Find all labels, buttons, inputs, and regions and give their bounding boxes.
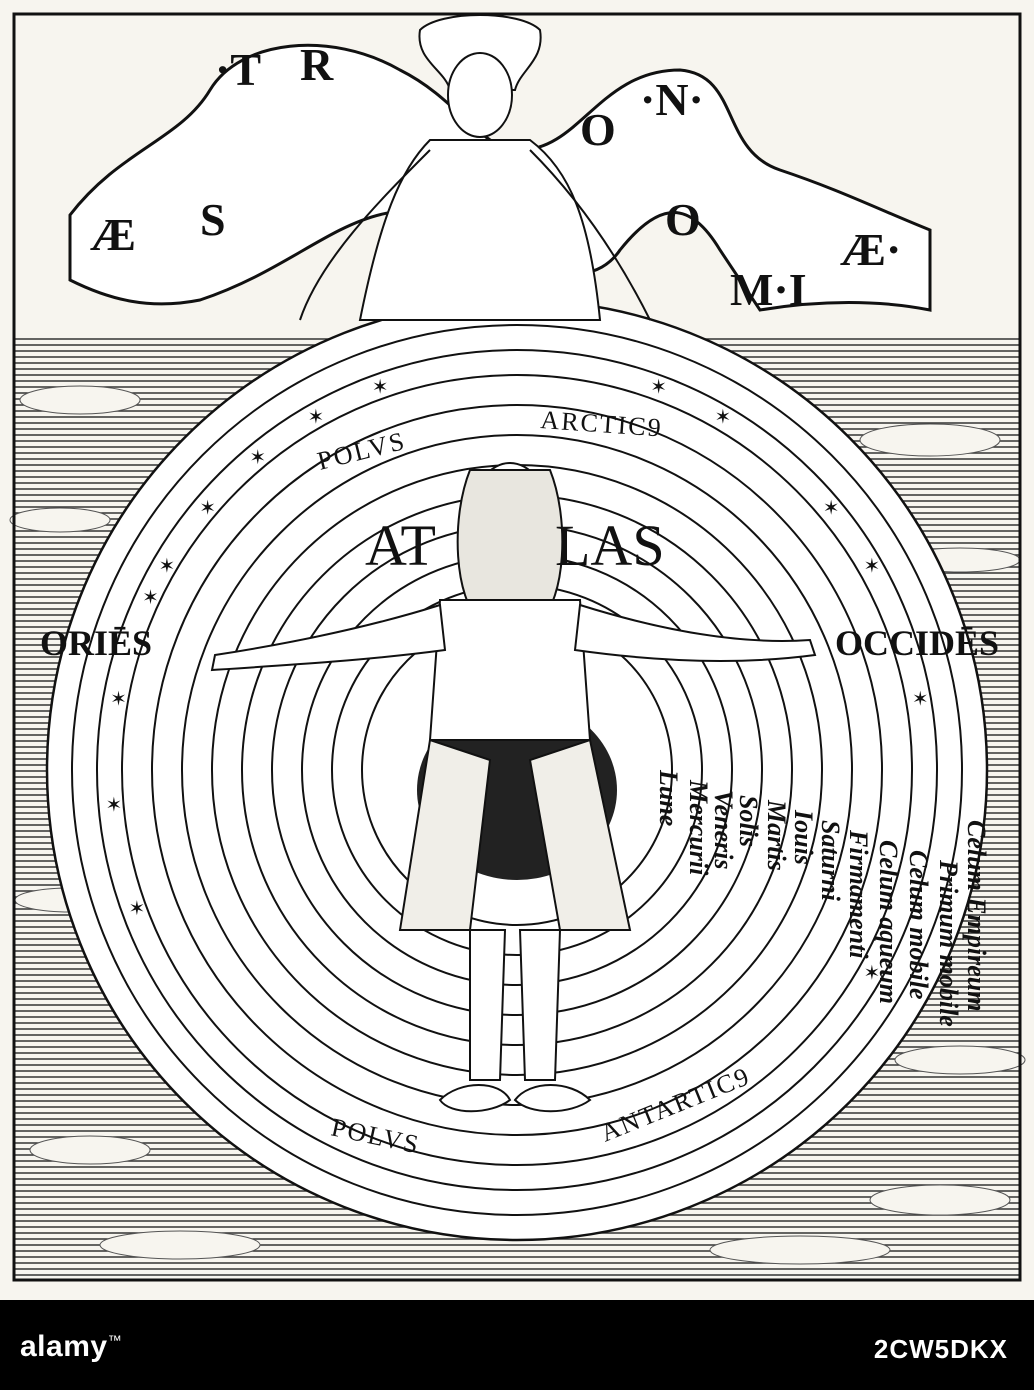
atlas-figure bbox=[210, 462, 817, 1113]
star-icon: ✶ bbox=[129, 896, 146, 920]
star-icon: ✶ bbox=[106, 792, 123, 816]
star-icon: ✶ bbox=[863, 554, 880, 578]
banner-letter: Æ· bbox=[840, 224, 901, 275]
orbit-label: Celum aqueum bbox=[874, 840, 903, 1004]
engraving-svg: Æ S ·T R O ·N· O M·I Æ· bbox=[9, 12, 1026, 1282]
banner-letter: ·N· bbox=[640, 74, 704, 125]
orbit-label: Celum mobile bbox=[904, 850, 933, 1000]
banner-letter: M·I bbox=[730, 264, 807, 315]
star-icon: ✶ bbox=[142, 585, 159, 609]
banner-letter: ·T bbox=[215, 44, 261, 95]
orbit-label: Saturni bbox=[816, 820, 845, 902]
orbit-label: Primum mobile bbox=[934, 859, 963, 1027]
frame bbox=[12, 12, 1022, 1282]
alamy-logo-text: alamy bbox=[20, 1330, 108, 1363]
sphere-ring bbox=[151, 404, 883, 1136]
banner-letter: O bbox=[665, 194, 701, 245]
stars: ✶✶✶✶✶✶✶✶✶✶✶✶✶✶✶ bbox=[106, 375, 929, 985]
sphere-ring bbox=[96, 349, 938, 1191]
oriens-label: ORIĒS bbox=[40, 623, 152, 663]
star-icon: ✶ bbox=[912, 686, 929, 710]
atlas-engraving: Æ S ·T R O ·N· O M·I Æ· bbox=[0, 0, 1034, 1300]
sphere-ring bbox=[181, 434, 853, 1106]
orbit-label: Iouis bbox=[789, 809, 818, 865]
star-icon: ✶ bbox=[823, 495, 840, 519]
banner-letter: Æ bbox=[90, 209, 136, 260]
orbit-label: Martis bbox=[762, 799, 791, 871]
star-icon: ✶ bbox=[308, 405, 325, 429]
star-icon: ✶ bbox=[249, 445, 266, 469]
star-icon: ✶ bbox=[159, 554, 176, 578]
star-icon: ✶ bbox=[372, 375, 389, 399]
orbit-label: Veneris bbox=[709, 790, 738, 869]
atlas-label-left: AT bbox=[365, 513, 436, 578]
image-id: 2CW5DKX bbox=[873, 1334, 1008, 1364]
star-icon: ✶ bbox=[715, 405, 732, 429]
banner-letter: O bbox=[580, 104, 616, 155]
star-icon: ✶ bbox=[110, 686, 127, 710]
alamy-logo: alamy™ bbox=[20, 1330, 123, 1363]
astronomia-figure bbox=[299, 14, 651, 321]
banner-letter: S bbox=[200, 194, 226, 245]
orbit-label: Solis bbox=[734, 795, 763, 847]
occidens-label: OCCIDĒS bbox=[835, 623, 999, 663]
sphere-ring bbox=[121, 374, 913, 1166]
star-icon: ✶ bbox=[199, 495, 216, 519]
orbit-label: Firmamenti bbox=[844, 829, 873, 959]
orbit-label: Celum Empireum bbox=[962, 820, 991, 1011]
atlas-label-right: LAS bbox=[555, 513, 665, 578]
banner-letter: R bbox=[300, 39, 334, 90]
orbit-label: Lune bbox=[654, 769, 683, 826]
orbit-label: Mercurii bbox=[684, 779, 713, 876]
star-icon: ✶ bbox=[863, 961, 880, 985]
sphere-ring bbox=[71, 324, 963, 1216]
star-icon: ✶ bbox=[650, 375, 667, 399]
watermark-band: alamy™ 2CW5DKX bbox=[0, 1300, 1034, 1390]
